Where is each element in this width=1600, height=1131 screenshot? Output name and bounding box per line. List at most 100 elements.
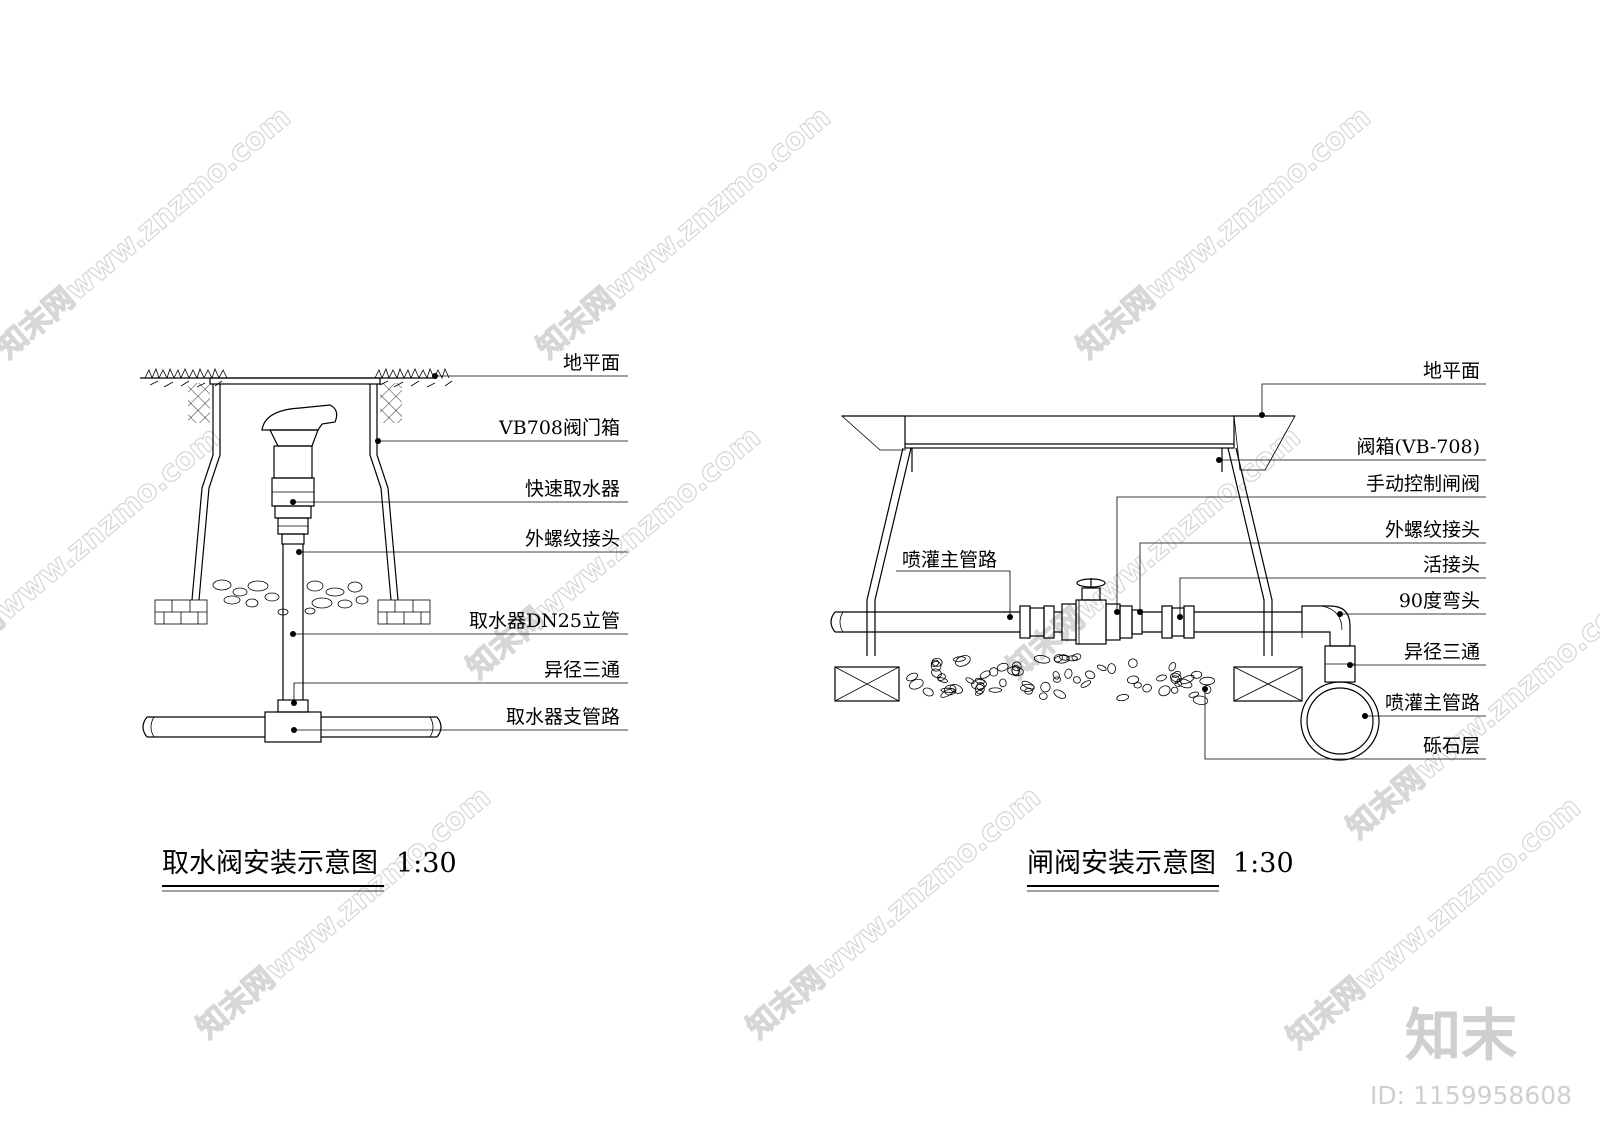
- brand-logo: 知末: [1405, 1004, 1517, 1069]
- gravel-pebble: [1172, 670, 1181, 678]
- gravel-pebble: [974, 690, 983, 696]
- left-box-lid: [209, 377, 381, 385]
- left-box-wall-r: [376, 384, 399, 601]
- left-earth-hatch-2: [380, 383, 402, 423]
- right-leaders: [896, 383, 1486, 760]
- right-box-wall-r: [1235, 447, 1273, 656]
- gravel-pebble: [999, 678, 1007, 688]
- gravel-pebble: [1064, 668, 1073, 679]
- right-label-elbow: 90度弯头: [1399, 590, 1480, 612]
- gate-valve: [1061, 578, 1121, 645]
- elbow-90: [1301, 605, 1351, 647]
- gravel-pebble: [952, 656, 966, 662]
- gravel-pebble: [1192, 695, 1209, 705]
- watermark-text: 知末网www.znzmo.com: [190, 780, 497, 1046]
- left-box-wall-l: [191, 384, 214, 601]
- right-label-union: 活接头: [1423, 554, 1480, 576]
- left-label-tee: 异径三通: [544, 659, 620, 681]
- gravel-pebble: [1039, 692, 1048, 700]
- gravel-pebble: [1128, 658, 1138, 668]
- gravel-pebble: [988, 687, 1003, 693]
- gravel-pebble: [1066, 655, 1078, 662]
- gravel-pebble: [1188, 691, 1200, 698]
- gravel-pebble: [1127, 675, 1139, 685]
- gravel-pebble: [1053, 654, 1063, 663]
- right-footing-1: [834, 666, 900, 702]
- quick-coupler-body-upper: [273, 445, 313, 479]
- left-label-quick-coupler: 快速取水器: [525, 478, 620, 500]
- gravel-pebble: [971, 679, 987, 690]
- left-label-ground: 地平面: [563, 352, 620, 374]
- gravel-pebble: [1116, 694, 1130, 702]
- gravel-pebble: [1052, 671, 1060, 680]
- right-label-tee: 异径三通: [1404, 641, 1480, 663]
- gravel-pebble: [937, 673, 946, 681]
- reducing-tee: [264, 711, 322, 743]
- gravel-pebble: [922, 687, 934, 697]
- watermark-text: 知末网www.znzmo.com: [740, 780, 1047, 1046]
- gravel-pebble: [1071, 653, 1082, 661]
- gravel-pebble: [930, 661, 942, 672]
- gravel-pebble: [1033, 655, 1051, 664]
- gravel-pebble: [1180, 674, 1195, 685]
- left-box-wall-l-inner: [198, 384, 221, 601]
- gravel-pebble: [1011, 664, 1021, 676]
- gravel-pebble: [989, 667, 999, 677]
- gravel-pebble: [1191, 670, 1203, 679]
- right-box-wall-l: [866, 447, 904, 656]
- gravel-pebble: [1059, 654, 1070, 661]
- gravel-pebble: [931, 668, 942, 678]
- gravel-pebble: [908, 678, 924, 690]
- quick-coupler-neck: [269, 429, 319, 447]
- gravel-pebble: [1084, 670, 1096, 680]
- gravel-pebble: [1072, 676, 1081, 684]
- right-label-gate-valve: 手动控制闸阀: [1366, 473, 1480, 495]
- right-label-main-pipe-side: 喷灌主管路: [902, 549, 997, 571]
- right-scale: 1:30: [1233, 848, 1294, 879]
- gravel-pebble: [979, 670, 991, 679]
- gravel-pebble: [1053, 689, 1066, 699]
- gravel-pebble: [996, 662, 1009, 672]
- branch-pipe-ends: [142, 716, 442, 738]
- main-pipe-left: [835, 611, 1020, 633]
- left-diagram: 地平面 VB708阀门箱 快速取水器 外螺纹接头 取水器DN25立管 异径三通 …: [140, 352, 628, 892]
- right-diagram: 地平面 阀箱(VB-708) 手动控制闸阀 外螺纹接头 活接头 90度弯头 异径…: [830, 360, 1486, 892]
- left-brick-footing-1: [154, 599, 208, 625]
- gravel-pebble: [940, 687, 956, 693]
- gravel-pebble: [1133, 682, 1142, 689]
- male-adapter-right: [1119, 605, 1143, 639]
- gravel-pebble: [1107, 663, 1116, 674]
- right-label-male-thread: 外螺纹接头: [1385, 519, 1480, 541]
- watermark-text: 知末网www.znzmo.com: [530, 100, 837, 366]
- gravel-pebble: [1096, 664, 1107, 671]
- gravel-pebble: [1040, 681, 1051, 693]
- quick-coupler-cap: [261, 404, 338, 431]
- gravel-pebble: [1199, 676, 1215, 686]
- branch-pipe: [147, 716, 437, 738]
- left-box-wall-r-inner: [369, 384, 392, 601]
- right-main-pipe-section: [1300, 681, 1380, 761]
- union-left: [1019, 605, 1055, 639]
- right-label-gravel: 砾石层: [1423, 735, 1480, 757]
- left-gravel: [212, 579, 369, 616]
- gravel-pebble: [943, 684, 957, 696]
- gravel-pebble: [1080, 680, 1092, 688]
- right-label-ground: 地平面: [1423, 360, 1480, 382]
- watermark-text: 知末网www.znzmo.com: [0, 420, 228, 686]
- gravel-pebble: [974, 677, 985, 685]
- gravel-pebble: [1053, 676, 1062, 683]
- union-right: [1161, 605, 1195, 639]
- watermark-text: 知末网www.znzmo.com: [0, 100, 298, 366]
- right-box-lid: [904, 415, 1235, 449]
- right-footing-2: [1233, 666, 1303, 702]
- right-label-valve-box: 阀箱(VB-708): [1356, 436, 1480, 458]
- gravel-pebble: [906, 672, 919, 682]
- gravel-pebble: [1142, 683, 1152, 693]
- gravel-pebble: [1158, 685, 1171, 697]
- watermark-text: 知末网www.znzmo.com: [460, 420, 767, 686]
- left-label-riser: 取水器DN25立管: [469, 610, 620, 632]
- right-gravel: [906, 653, 1215, 705]
- left-earth-hatch-1: [188, 383, 210, 423]
- gravel-pebble: [1176, 678, 1193, 689]
